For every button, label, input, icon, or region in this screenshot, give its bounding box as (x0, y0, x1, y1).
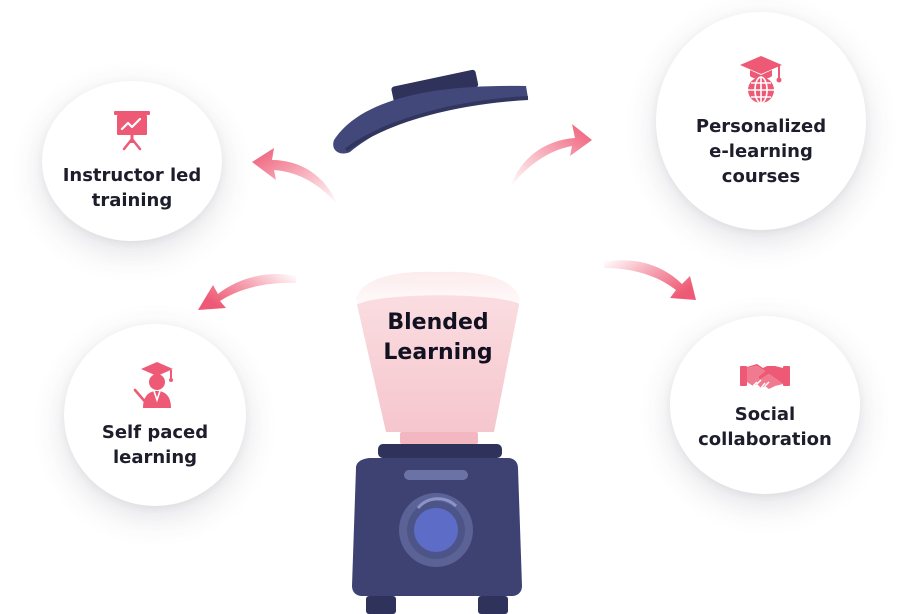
instructor-led-training-node: Instructor led training (42, 81, 222, 241)
student-graduate-icon (133, 362, 173, 408)
arrow-to-instructor (252, 148, 338, 205)
social-collaboration-node: Social collaboration (670, 316, 860, 494)
arrow-to-personalized (510, 124, 592, 188)
arrow-to-self-paced (198, 274, 296, 310)
arrow-to-social (604, 260, 696, 300)
presentation-board-icon (114, 111, 150, 151)
self-paced-learning-node: Self paced learning (64, 324, 246, 506)
instructor-led-label: Instructor led training (62, 165, 202, 211)
personalized-label: Personalized e-learning courses (695, 115, 827, 187)
handshake-icon (740, 364, 790, 389)
blender-lid (333, 69, 529, 154)
blender-base (352, 444, 522, 614)
self-paced-label: Self paced learning (101, 422, 209, 468)
blended-learning-title: Blended Learning (383, 310, 493, 365)
graduation-globe-icon (740, 55, 782, 104)
personalized-e-learning-node: Personalized e-learning courses (656, 12, 866, 230)
social-collaboration-label: Social collaboration (698, 404, 832, 450)
blender-jar (350, 250, 530, 444)
